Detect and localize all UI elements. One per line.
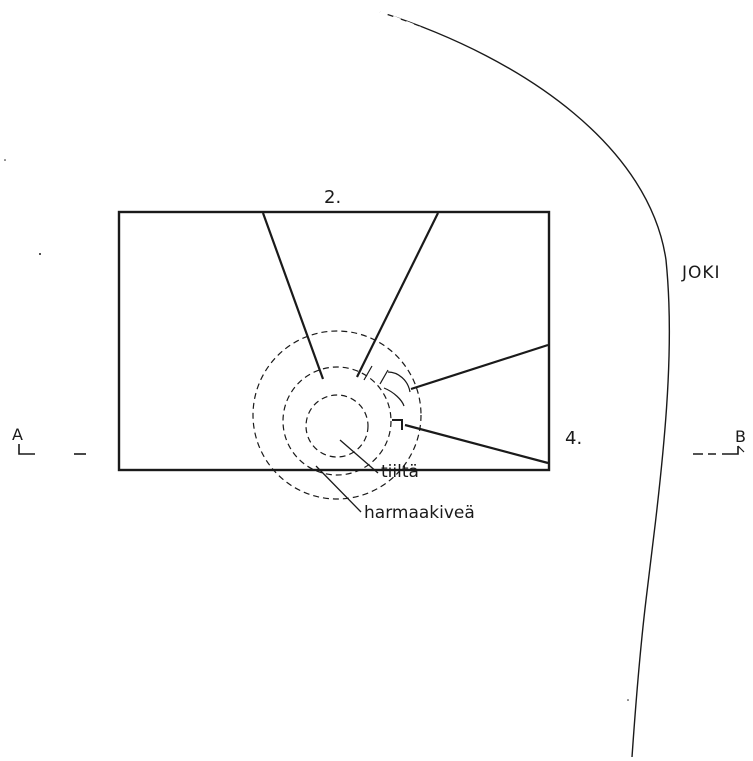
- ring-block-1: [363, 365, 389, 385]
- middle-circle-brick: [282, 366, 392, 476]
- inner-circle: [305, 394, 369, 458]
- ring-corner-mark: [392, 419, 403, 430]
- speck: [39, 253, 41, 255]
- leader-line-greystone: [315, 465, 362, 513]
- wall-line-top-left: [261, 212, 325, 380]
- side-label-right: 4.: [565, 428, 583, 449]
- outer-circle-greystone: [252, 330, 422, 500]
- excavation-square: [117, 210, 551, 472]
- note-label-brick: tiiltä: [381, 462, 419, 482]
- section-marker-a: [18, 444, 35, 455]
- section-label-b: B: [735, 427, 746, 446]
- side-label-top: 2.: [324, 187, 342, 208]
- speck: [4, 159, 6, 161]
- note-label-greystone: harmaakiveä: [364, 503, 475, 523]
- wall-line-top-right: [356, 212, 439, 378]
- leader-line-brick: [339, 439, 379, 474]
- river-bank-line: [379, 11, 671, 758]
- ring-block-2: [383, 371, 411, 407]
- wall-line-right-upper: [410, 343, 549, 391]
- section-tick-b: [737, 445, 745, 453]
- river-label: JOKI: [682, 263, 721, 283]
- section-marker-b: [722, 446, 739, 455]
- river-bank-dash-top: [379, 10, 421, 30]
- speck: [627, 699, 629, 701]
- section-label-a: A: [12, 425, 23, 444]
- wall-line-right-lower: [404, 423, 549, 465]
